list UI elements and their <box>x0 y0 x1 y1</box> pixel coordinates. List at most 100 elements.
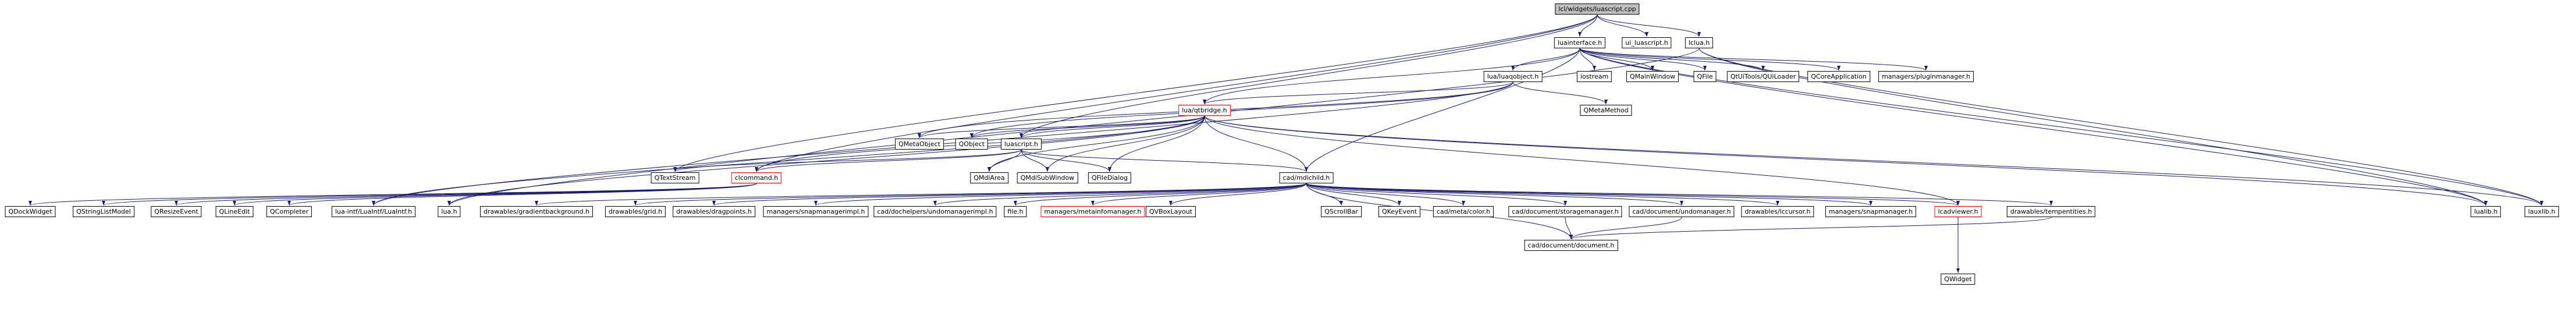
node-qstringlistmodel: QStringListModel <box>73 206 134 217</box>
include-edge-clcommand-qdockwidget <box>29 183 757 206</box>
include-edge-mdichild-undomanager <box>1306 183 1683 206</box>
node-lcadviewer[interactable]: lcadviewer.h <box>1934 206 1982 217</box>
include-edge-lclua-lualib <box>1699 48 2488 206</box>
node-qmdiarea: QMdiArea <box>970 172 1008 183</box>
include-edge-root-qtextstream <box>673 14 1598 172</box>
node-qscrollbar: QScrollBar <box>1321 206 1362 217</box>
include-edge-root-lclua <box>1597 14 1701 37</box>
node-qwidget: QWidget <box>1941 274 1975 285</box>
node-qlineedit: QLineEdit <box>215 206 254 217</box>
node-fileh[interactable]: file.h <box>1004 206 1027 217</box>
include-edge-mdichild-lcadviewer <box>1306 183 1960 206</box>
include-edge-qtbridge-lauxlib <box>1204 115 2543 206</box>
node-snapmanager[interactable]: managers/snapmanager.h <box>1825 206 1917 217</box>
include-edge-storagemanager-document <box>1565 217 1573 240</box>
include-edge-luascripth-qtextstream <box>673 149 1022 172</box>
node-tempentities[interactable]: drawables/tempentities.h <box>2006 206 2096 217</box>
include-edge-luascripth-qmdisubwindow <box>1021 149 1049 172</box>
include-edge-mdichild-tempentities <box>1306 183 2053 206</box>
node-qfiledialog: QFileDialog <box>1088 172 1132 183</box>
include-edge-tempentities-document <box>1569 217 2052 240</box>
include-edge-lclua-lauxlib <box>1699 48 2543 206</box>
include-edge-luaqobject-qmetamethod <box>1512 82 1608 105</box>
node-pluginmanager[interactable]: managers/pluginmanager.h <box>1878 71 1974 82</box>
include-edge-root-ui_luascript <box>1597 14 1648 37</box>
include-edge-root-luascripth <box>1019 14 1598 139</box>
include-edge-luaqobject-qobject <box>970 82 1513 139</box>
node-qtbridge[interactable]: lua/qtbridge.h <box>1178 105 1231 116</box>
include-edge-luainterface-lauxlib <box>1579 48 2543 206</box>
include-edge-qtbridge-qmdiarea <box>987 115 1205 172</box>
include-edge-luaqobject-qtbridge <box>1203 82 1513 105</box>
node-luascripth[interactable]: luascript.h <box>1001 139 1042 150</box>
include-edge-root-clcommand <box>755 14 1598 172</box>
node-luainterface[interactable]: luainterface.h <box>1554 37 1606 48</box>
node-document[interactable]: cad/document/document.h <box>1524 240 1618 251</box>
include-edge-mdichild-dragpoints <box>712 183 1307 206</box>
include-edge-qtbridge-luascripth <box>1019 115 1205 139</box>
include-edge-mdichild-undomanagerimpl <box>933 183 1307 206</box>
node-root: lcl/widgets/luascript.cpp <box>1555 3 1640 15</box>
node-qcompleter: QCompleter <box>266 206 312 217</box>
node-qmetaobject: QMetaObject <box>895 139 944 150</box>
include-edge-mdichild-lccursor <box>1306 183 1779 206</box>
include-edge-qtbridge-qfiledialog <box>1108 115 1205 172</box>
include-edge-luascripth-qmdiarea <box>987 149 1022 172</box>
include-edge-mdichild-storagemanager <box>1306 183 1567 206</box>
include-edge-mdichild-qkeyevent <box>1306 183 1401 206</box>
node-dragpoints[interactable]: drawables/dragpoints.h <box>673 206 755 217</box>
node-mdichild[interactable]: cad/mdichild.h <box>1279 172 1334 183</box>
node-qobject: QObject <box>955 139 989 150</box>
include-edge-luainterface-pluginmanager <box>1579 48 1928 71</box>
include-edge-qtbridge-lualib <box>1204 115 2488 206</box>
include-edge-luainterface-qfile <box>1579 48 1707 71</box>
node-qmdisubwindow: QMdiSubWindow <box>1017 172 1078 183</box>
include-edge-luainterface-mdichild <box>1305 48 1580 172</box>
include-edge-qtbridge-luah <box>447 115 1205 206</box>
node-qvboxlayout: QVBoxLayout <box>1145 206 1196 217</box>
node-color[interactable]: cad/meta/color.h <box>1433 206 1494 217</box>
node-qmainwindow: QMainWindow <box>1626 71 1679 82</box>
include-edge-mdichild-snapmanagerimpl <box>814 183 1307 206</box>
include-edge-qtbridge-mdichild <box>1204 115 1308 172</box>
include-edge-qtbridge-luaintf <box>372 115 1205 206</box>
node-undomanager[interactable]: cad/document/undomanager.h <box>1629 206 1735 217</box>
node-ui_luascript: ui_luascript.h <box>1622 37 1672 48</box>
node-luaintf[interactable]: lua-intf/LuaIntf/LuaIntf.h <box>331 206 416 217</box>
node-qkeyevent: QKeyEvent <box>1378 206 1421 217</box>
node-lccursor[interactable]: drawables/lccursor.h <box>1741 206 1814 217</box>
node-grid[interactable]: drawables/grid.h <box>605 206 666 217</box>
node-lauxlib: lauxlib.h <box>2524 206 2559 217</box>
include-edge-mdichild-snapmanager <box>1306 183 1873 206</box>
node-lclua[interactable]: lclua.h <box>1685 37 1714 48</box>
include-edge-luainterface-quiloader <box>1579 48 1765 71</box>
node-qmetamethod: QMetaMethod <box>1580 105 1632 116</box>
node-qtextstream: QTextStream <box>651 172 699 183</box>
include-edge-luainterface-lualib <box>1579 48 2488 206</box>
include-edge-undomanager-document <box>1569 217 1682 240</box>
node-snapmanagerimpl[interactable]: managers/snapmanagerimpl.h <box>763 206 869 217</box>
node-clcommand[interactable]: clcommand.h <box>731 172 782 183</box>
include-edge-luainterface-qtbridge <box>1203 48 1580 105</box>
include-edge-qtbridge-qmetaobject <box>918 115 1205 139</box>
node-qcoreapp: QCoreApplication <box>1807 71 1870 82</box>
include-edge-mdichild-fileh <box>1014 183 1307 206</box>
include-edge-mdichild-qvboxlayout <box>1169 183 1307 206</box>
include-edge-root-luainterface <box>1578 14 1598 37</box>
include-edge-mdichild-gradientbackground <box>535 183 1307 206</box>
include-edge-clcommand-qcompleter <box>287 183 757 206</box>
node-metainfomanager[interactable]: managers/metainfomanager.h <box>1040 206 1145 217</box>
include-edge-qtbridge-qmdisubwindow <box>1046 115 1205 172</box>
include-edge-luainterface-luaqobject <box>1511 48 1580 71</box>
node-undomanagerimpl[interactable]: cad/dochelpers/undomanagerimpl.h <box>873 206 997 217</box>
node-luah: lua.h <box>438 206 461 217</box>
include-edge-qtbridge-lcadviewer <box>1204 115 1960 206</box>
node-storagemanager[interactable]: cad/document/storagemanager.h <box>1508 206 1622 217</box>
node-quiloader: QtUiTools/QUiLoader <box>1726 71 1800 82</box>
include-edge-clcommand-qlineedit <box>233 183 757 206</box>
node-luaqobject[interactable]: lua/luaqobject.h <box>1483 71 1543 82</box>
node-qdockwidget: QDockWidget <box>5 206 56 217</box>
node-gradientbackground[interactable]: drawables/gradientbackground.h <box>479 206 594 217</box>
